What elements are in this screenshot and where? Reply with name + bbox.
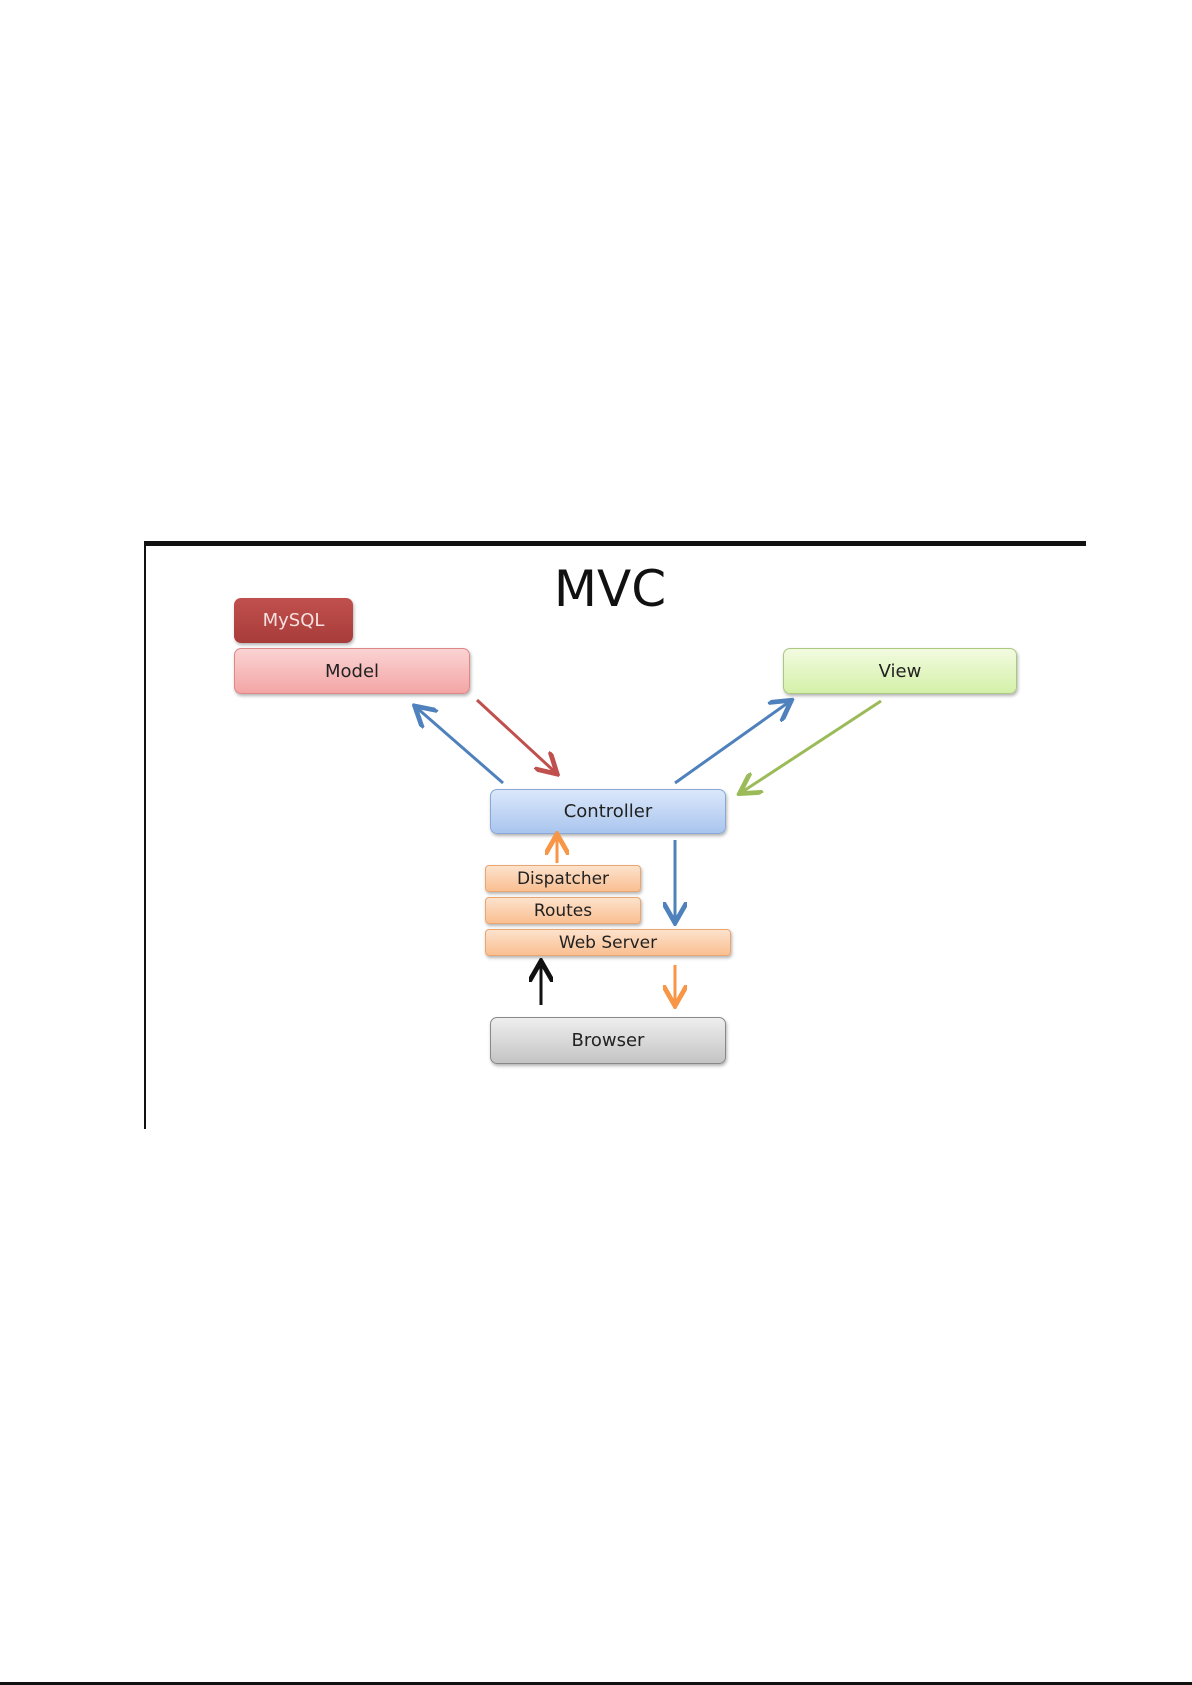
web-server-node: Web Server [485, 929, 731, 956]
view-node: View [783, 648, 1017, 694]
controller-to-view-arrow [674, 702, 789, 785]
dispatcher-node: Dispatcher [485, 865, 641, 892]
diagram-title: MVC [553, 560, 667, 618]
routes-node: Routes [485, 897, 641, 924]
frame-top-border [145, 541, 1086, 546]
frame-left-border [144, 541, 146, 1129]
page-bottom-border [0, 1682, 1192, 1685]
mysql-node: MySQL [234, 598, 353, 643]
model-to-controller-arrow [475, 698, 555, 772]
controller-to-model-arrow [417, 708, 504, 785]
view-to-controller-arrow [742, 699, 882, 792]
controller-node: Controller [490, 789, 726, 834]
model-node: Model [234, 648, 470, 694]
browser-node: Browser [490, 1017, 726, 1064]
